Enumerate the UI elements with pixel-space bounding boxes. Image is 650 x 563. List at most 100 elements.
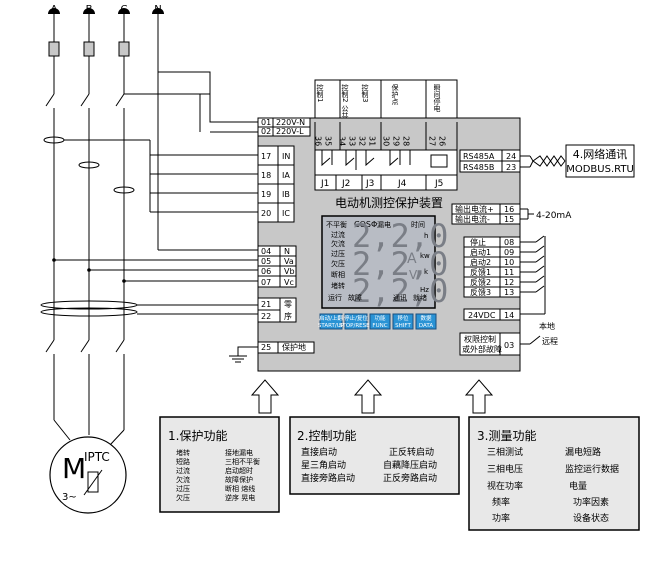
arrow-up-icon: [464, 379, 494, 414]
terminal-label: N: [284, 247, 290, 256]
panel-title: 1.保护功能: [168, 429, 227, 443]
relay-label: J2: [341, 179, 350, 189]
data-button[interactable]: 数据 DATA: [415, 313, 437, 330]
lcd-label: 通讯: [393, 293, 407, 302]
panel-title: 3.测量功能: [477, 429, 536, 443]
shift-button[interactable]: 移位 SHIFT: [392, 313, 414, 330]
terminal-num: 13: [504, 288, 514, 297]
panel-item: 短路: [176, 457, 190, 466]
terminal-num: 27: [428, 136, 437, 146]
terminal-num: 01: [261, 118, 271, 127]
lcd-content: 不平衡 过流 欠流 过压 欠压 断相 堵转 运行 COSΦ 漏电 时间 2,2,…: [326, 217, 448, 310]
terminal-label: 启动1: [470, 247, 491, 257]
terminal-num: 22: [261, 312, 271, 321]
terminal-num: 30: [382, 136, 391, 146]
phase-label-c: C: [121, 4, 128, 15]
terminal-num: 32: [358, 136, 367, 146]
button-label: 功能: [374, 314, 386, 322]
terminal-label: 启动2: [470, 257, 491, 267]
terminal-num: 17: [261, 152, 271, 161]
panel-item: 频率: [492, 496, 510, 508]
measure-function-panel: 3.测量功能 三相测试 漏电短路 三相电压 监控运行数据 视在功率 电量 频率 …: [468, 416, 640, 531]
motor-phase: 3~: [62, 492, 77, 503]
terminal-label: RS485A: [463, 152, 495, 161]
motor-code: IPTC: [84, 450, 110, 464]
right-terminals: RS485A 24 RS485B 23 输出电流+ 16 输出电流- 15 停止…: [451, 149, 521, 356]
lcd-label: 不平衡: [326, 220, 347, 229]
motor: M IPTC 3~: [49, 436, 127, 514]
panel-item: 堵转: [176, 448, 190, 457]
func-button[interactable]: 功能 FUNC: [369, 313, 391, 330]
relay-box: [314, 149, 458, 191]
terminal-num: 15: [504, 215, 514, 224]
relay-label: J1: [320, 179, 329, 189]
lcd-screen: [321, 215, 436, 309]
terminal-num: 05: [261, 257, 271, 266]
protection-function-panel: 1.保护功能 堵转 接地漏电 短路 三相不平衡 过流 启动超时 欠流 故障保护 …: [159, 416, 280, 513]
panel-item: 接地漏电: [225, 448, 253, 457]
panel-item: 正反转启动: [389, 446, 434, 458]
current-output-label: 4-20mA: [536, 211, 572, 221]
panel-item: 过压: [176, 484, 190, 493]
lcd-label: 过压: [331, 249, 345, 258]
panel-item: 过流: [176, 466, 190, 475]
terminal-label: 停止: [470, 237, 486, 247]
panel-item: 三相测试: [487, 446, 523, 458]
lcd-digits: 2,2,0: [352, 272, 448, 310]
stop-reset-button[interactable]: 停止/复位 STOP/RESET: [339, 313, 374, 330]
terminal-num: 34: [338, 136, 347, 146]
phase-terminal-n: N: [152, 4, 164, 15]
terminal-num: 31: [368, 136, 377, 146]
left-terminals: 01 220V-N 02 220V-L 17 IN 18 IA 19 IB 20…: [257, 117, 315, 354]
mode-switch-icon: [529, 335, 541, 345]
terminal-label: 220V-L: [276, 127, 304, 136]
lcd-unit: Hz: [420, 286, 429, 294]
top-terminal-numbers: 36 35 34 33 32 31 30 29 28 27 26: [314, 122, 458, 150]
relay-label: J3: [365, 179, 374, 189]
terminal-label: 权限控制: [464, 334, 496, 344]
remote-label: 远程: [542, 337, 558, 346]
terminal-num: 04: [261, 247, 271, 256]
lcd-digits: 2,2,0: [352, 217, 448, 255]
terminal-label: 或外部故障: [462, 344, 502, 354]
fuse-icon: [83, 41, 95, 57]
terminal-num: 11: [504, 268, 514, 277]
lcd-label: 漏电: [377, 220, 391, 229]
terminal-num: 29: [392, 136, 401, 146]
panel-item: 监控运行数据: [565, 463, 619, 475]
terminal-label: 24VDC: [468, 311, 496, 320]
terminal-label: 220V-N: [276, 118, 305, 127]
terminal-num: 10: [504, 258, 514, 267]
relay-contacts: [321, 150, 448, 170]
right-external-wiring: 4.网络通讯 MODBUS.RTU 4-20mA 本地 远程: [520, 144, 635, 346]
phase-terminal-a: A: [48, 4, 60, 15]
fuse-icon: [118, 41, 130, 57]
terminal-label: 反馈2: [470, 277, 491, 287]
terminal-label: Vb: [284, 267, 295, 276]
lcd-label: 过流: [331, 230, 345, 239]
contactor-icon: [115, 339, 125, 353]
button-label: 启动/上翻: [319, 314, 343, 322]
terminal-num: 09: [504, 248, 514, 257]
terminal-label: Va: [284, 257, 294, 266]
terminal-num: 08: [504, 238, 514, 247]
panel-item: 断相 熔线: [225, 484, 255, 493]
terminal-label: 零: [284, 300, 292, 309]
fuse-icon: [48, 41, 60, 57]
network-protocol: MODBUS.RTU: [566, 164, 634, 175]
relay-label: J5: [434, 179, 443, 189]
button-label: 数据: [420, 314, 432, 322]
button-label: FUNC: [372, 323, 387, 329]
lcd-label: 就绪: [413, 293, 427, 302]
button-label: SHIFT: [395, 323, 411, 329]
ptc-icon: [87, 471, 99, 493]
panel-item: 星三角启动: [301, 459, 346, 471]
terminal-label: 保护地: [282, 342, 306, 352]
lcd-label: 断相: [331, 270, 345, 279]
terminal-label: IB: [282, 190, 290, 199]
input-switch-icon: [535, 245, 545, 253]
start-up-button[interactable]: 启动/上翻 START/UP: [318, 313, 345, 330]
phase-terminal-b: B: [83, 4, 95, 15]
lcd-digits: 2,2,0: [352, 245, 448, 283]
